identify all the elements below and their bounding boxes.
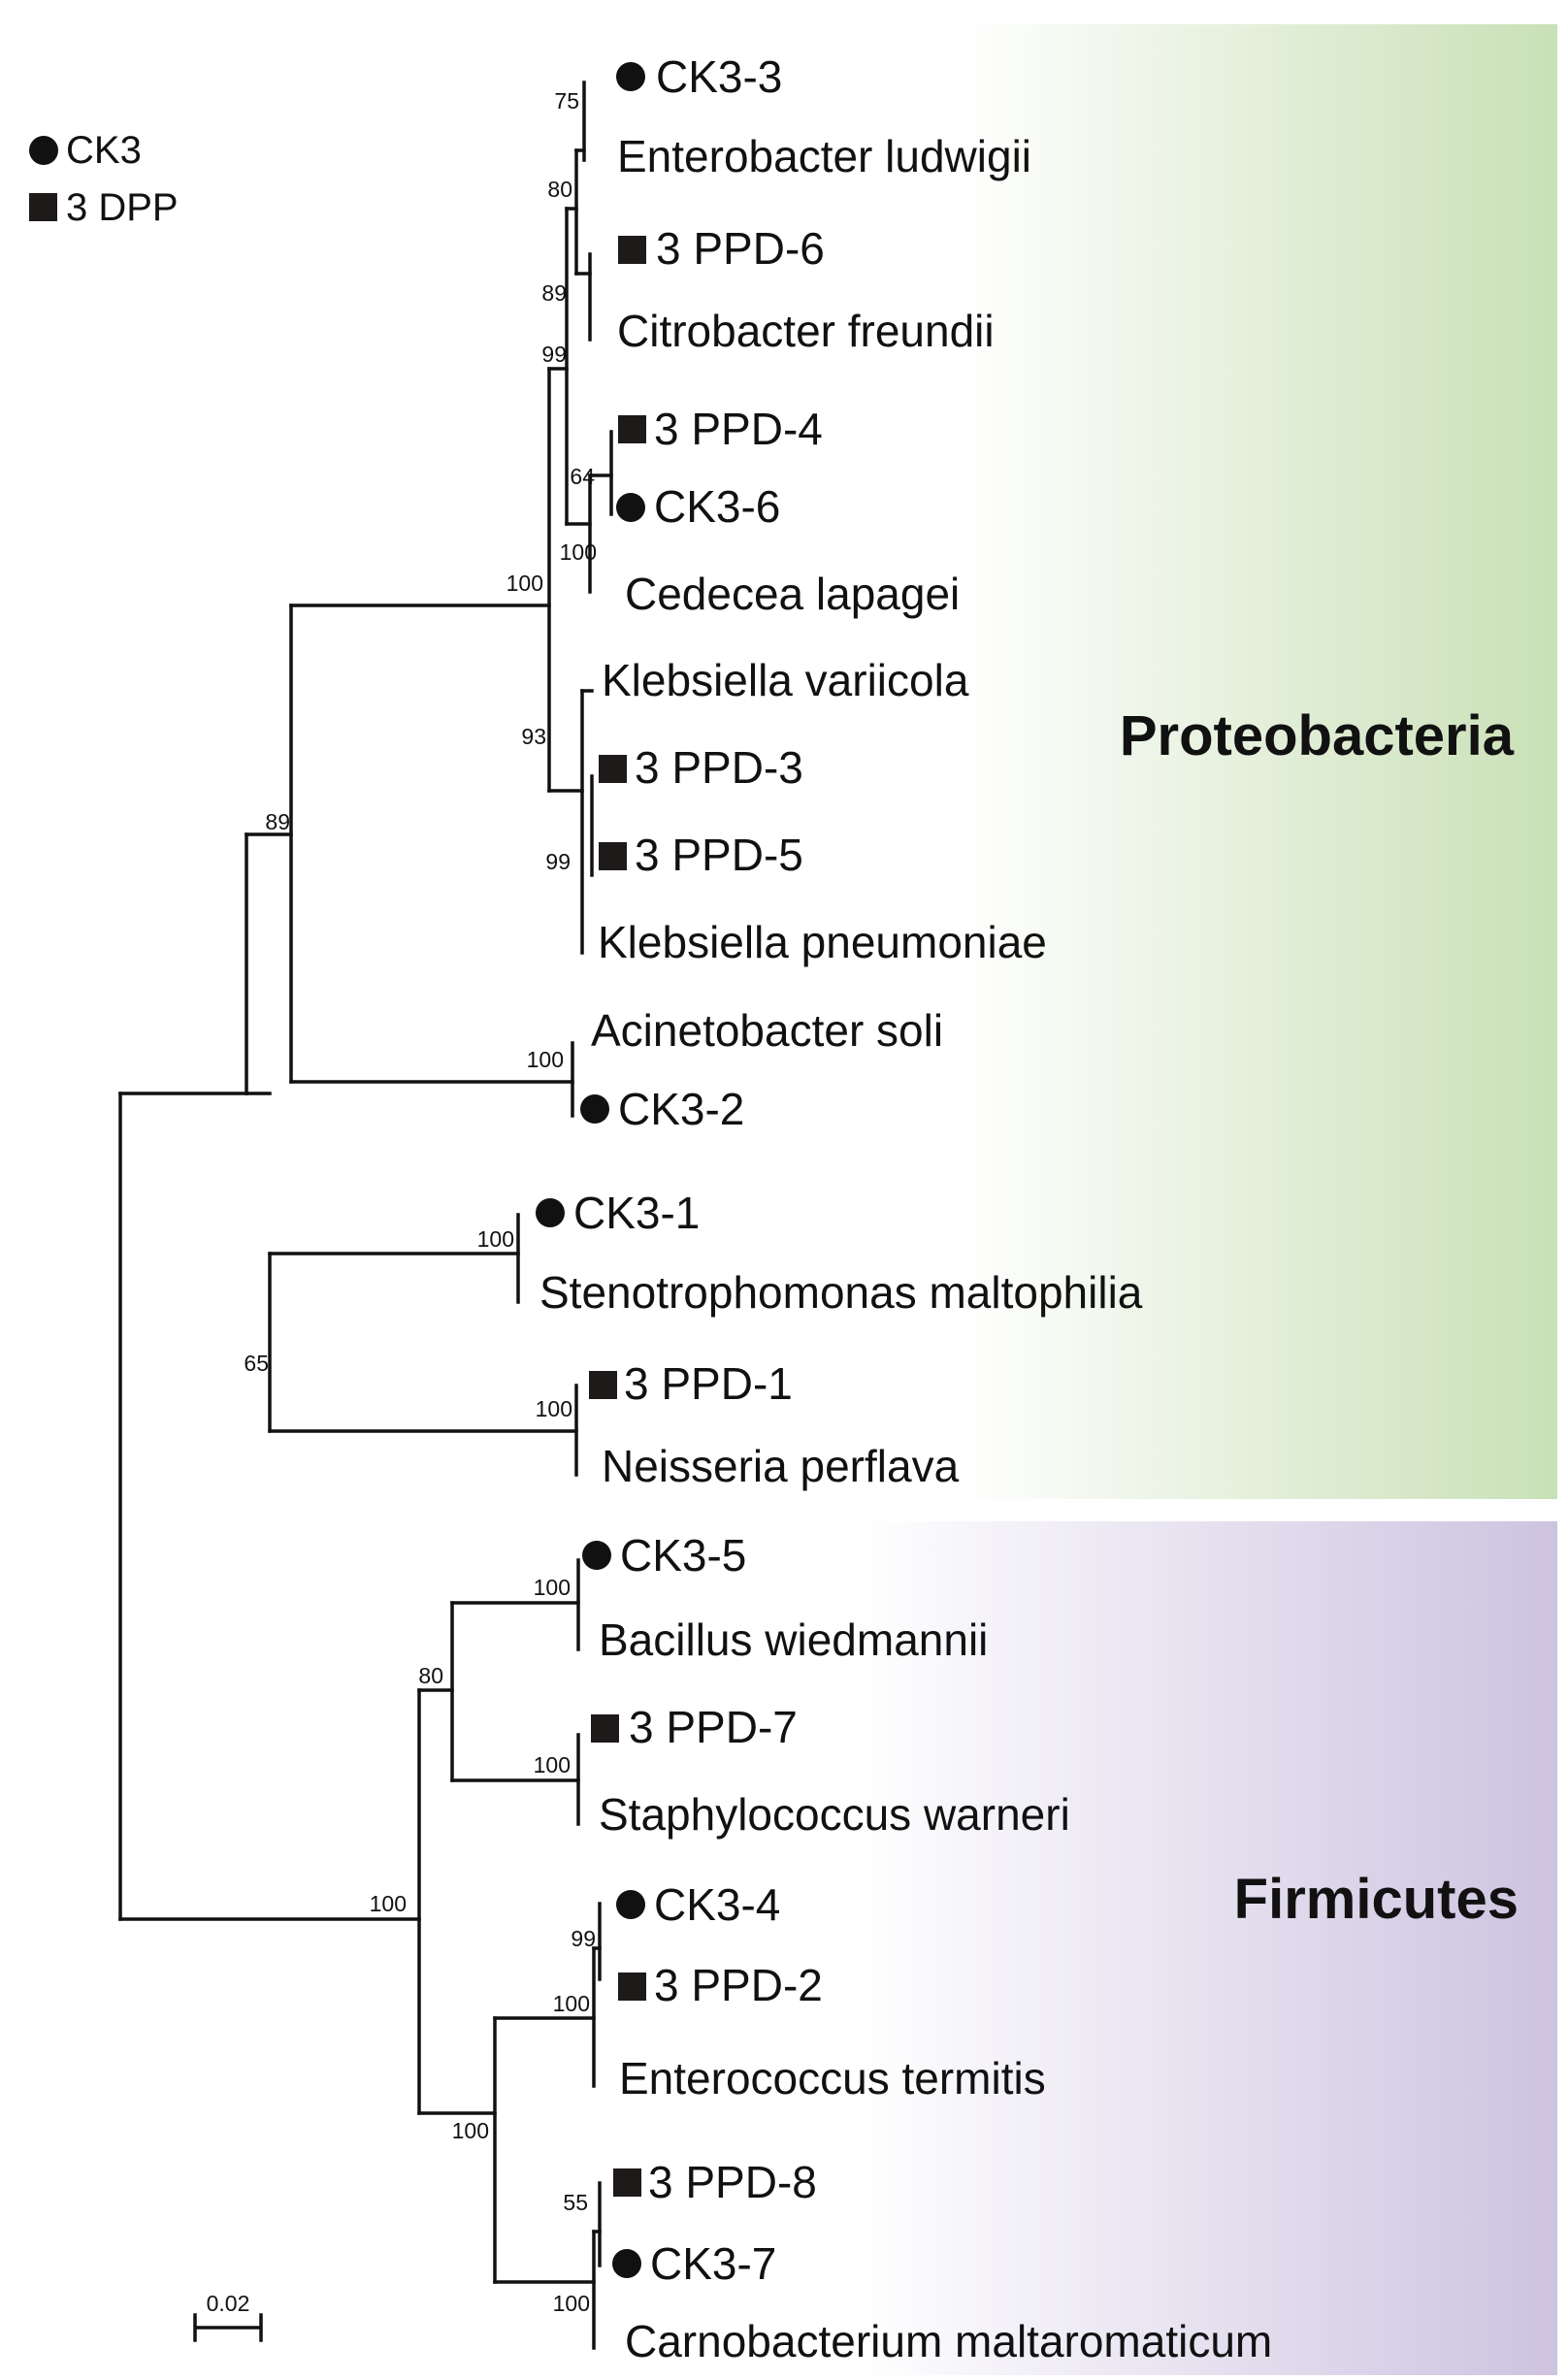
bootstrap-label: 93 bbox=[521, 724, 546, 749]
bootstrap-values: 75 80 89 99 64 100 100 93 99 89 100 100 … bbox=[244, 88, 597, 2316]
bootstrap-label: 100 bbox=[477, 1226, 514, 1252]
leaf-label: Stenotrophomonas maltophilia bbox=[539, 1267, 1143, 1318]
bootstrap-label: 100 bbox=[536, 1396, 572, 1421]
bootstrap-label: 100 bbox=[534, 1752, 571, 1777]
leaf-markers bbox=[536, 62, 646, 2278]
circle-marker-icon bbox=[616, 493, 645, 522]
tree-branches bbox=[118, 81, 613, 2350]
square-marker-icon bbox=[589, 1371, 617, 1399]
bootstrap-label: 100 bbox=[452, 2118, 489, 2143]
square-marker-icon bbox=[591, 1714, 619, 1743]
leaf-label: Carnobacterium maltaromaticum bbox=[625, 2316, 1272, 2366]
bootstrap-label: 100 bbox=[534, 1575, 571, 1600]
bootstrap-label: 55 bbox=[563, 2190, 588, 2215]
bootstrap-label: 99 bbox=[545, 849, 571, 874]
leaf-label: CK3-2 bbox=[618, 1084, 744, 1134]
circle-marker-icon bbox=[582, 1541, 611, 1570]
circle-marker-icon bbox=[536, 1198, 565, 1227]
leaf-label: CK3-7 bbox=[650, 2238, 776, 2289]
leaf-label: 3 PPD-7 bbox=[629, 1702, 798, 1752]
legend-circle-icon bbox=[29, 136, 58, 165]
square-marker-icon bbox=[618, 1972, 646, 2001]
firmicutes-clade-background bbox=[854, 1521, 1557, 2375]
bootstrap-label: 100 bbox=[527, 1047, 564, 1072]
bootstrap-label: 99 bbox=[571, 1926, 596, 1951]
leaf-label: CK3-3 bbox=[656, 51, 782, 102]
leaf-label: CK3-6 bbox=[654, 481, 780, 532]
leaf-label: CK3-4 bbox=[654, 1879, 780, 1930]
scale-bar-line bbox=[193, 2313, 263, 2342]
scale-bar: 0.02 bbox=[193, 2291, 263, 2342]
leaf-label: Klebsiella variicola bbox=[602, 655, 969, 705]
bootstrap-label: 99 bbox=[541, 342, 567, 367]
leaf-label: 3 PPD-6 bbox=[656, 223, 825, 274]
legend-square-icon bbox=[29, 193, 57, 221]
leaf-label: 3 PPD-5 bbox=[635, 830, 803, 880]
circle-marker-icon bbox=[580, 1094, 609, 1124]
bootstrap-label: 100 bbox=[370, 1891, 407, 1916]
bootstrap-label: 65 bbox=[244, 1351, 269, 1376]
leaf-label: CK3-1 bbox=[573, 1188, 700, 1238]
leaf-label: Klebsiella pneumoniae bbox=[598, 917, 1047, 967]
leaf-label: Staphylococcus warneri bbox=[599, 1789, 1070, 1840]
clade-label-proteobacteria: Proteobacteria bbox=[1120, 704, 1515, 767]
bootstrap-label: 75 bbox=[554, 88, 579, 114]
leaf-label: 3 PPD-8 bbox=[648, 2157, 817, 2207]
legend-label-ck3: CK3 bbox=[66, 129, 142, 172]
bootstrap-label: 80 bbox=[418, 1663, 443, 1688]
leaf-label: 3 PPD-3 bbox=[635, 742, 803, 793]
bootstrap-label: 100 bbox=[560, 539, 597, 565]
leaf-label: Acinetobacter soli bbox=[591, 1005, 943, 1056]
leaf-label: CK3-5 bbox=[620, 1530, 746, 1581]
scale-bar-label: 0.02 bbox=[207, 2291, 250, 2316]
proteobacteria-clade-background bbox=[961, 24, 1557, 1499]
bootstrap-label: 89 bbox=[541, 280, 567, 306]
leaf-label: Cedecea lapagei bbox=[625, 569, 960, 619]
circle-marker-icon bbox=[612, 2249, 641, 2278]
leaf-label: 3 PPD-4 bbox=[654, 404, 823, 454]
square-marker-icon bbox=[618, 236, 646, 264]
bootstrap-label: 64 bbox=[570, 464, 595, 489]
leaf-label: Neisseria perflava bbox=[602, 1441, 960, 1491]
circle-marker-icon bbox=[616, 62, 645, 91]
square-marker-icon bbox=[613, 2168, 641, 2197]
leaf-label: Enterobacter ludwigii bbox=[617, 131, 1031, 181]
bootstrap-label: 100 bbox=[553, 2291, 590, 2316]
legend: CK3 3 DPP bbox=[29, 129, 179, 229]
bootstrap-label: 89 bbox=[265, 809, 290, 834]
square-marker-icon bbox=[599, 755, 627, 783]
circle-marker-icon bbox=[616, 1890, 645, 1919]
bootstrap-label: 80 bbox=[547, 177, 572, 202]
leaf-labels: CK3-3 Enterobacter ludwigii 3 PPD-6 Citr… bbox=[539, 51, 1272, 2366]
leaf-label: Citrobacter freundii bbox=[617, 306, 995, 356]
square-marker-icon bbox=[618, 415, 646, 443]
leaf-label: 3 PPD-1 bbox=[624, 1358, 793, 1409]
clade-label-firmicutes: Firmicutes bbox=[1234, 1868, 1519, 1931]
bootstrap-label: 100 bbox=[553, 1991, 590, 2016]
leaf-label: Enterococcus termitis bbox=[619, 2053, 1046, 2103]
bootstrap-label: 100 bbox=[506, 571, 543, 596]
leaf-label: 3 PPD-2 bbox=[654, 1960, 823, 2010]
square-marker-icon bbox=[599, 842, 627, 870]
leaf-label: Bacillus wiedmannii bbox=[599, 1614, 988, 1665]
legend-label-3dpp: 3 DPP bbox=[66, 186, 179, 229]
